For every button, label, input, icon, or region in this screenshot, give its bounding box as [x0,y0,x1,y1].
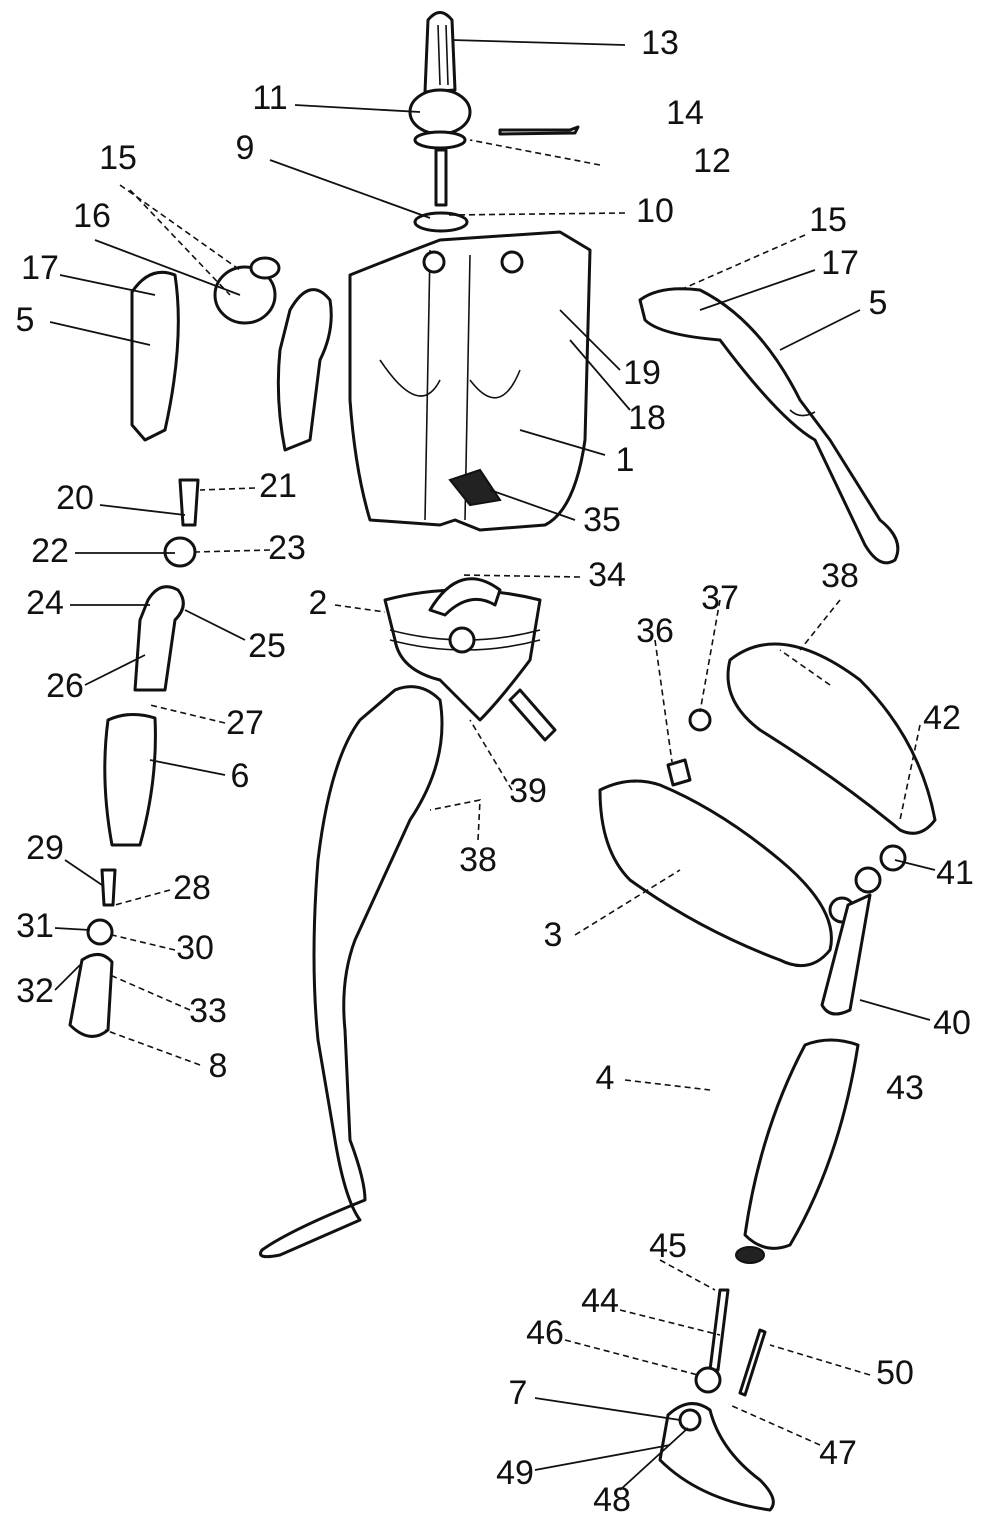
label-2: 2 [309,584,328,622]
label-48: 48 [593,1481,631,1519]
elbow-26 [133,585,185,692]
label-18: 18 [628,399,666,437]
label-41: 41 [936,854,974,892]
leader-lines [49,39,936,1491]
label-38: 38 [821,557,859,595]
label-49: 49 [496,1454,534,1492]
pin-10 [434,148,448,207]
label-35: 35 [583,501,621,539]
label-30: 30 [176,929,214,967]
label-3: 3 [544,916,563,954]
label-47: 47 [819,1434,857,1472]
shin-4 [743,1038,860,1250]
label-33: 33 [189,992,227,1030]
label-23: 23 [268,529,306,567]
pin-21 [178,478,200,527]
label-34: 34 [588,556,626,594]
plug-36 [666,758,692,787]
label-15-right: 15 [809,201,847,239]
label-17-right: 17 [821,244,859,282]
thigh-3 [598,779,833,968]
label-9: 9 [236,129,255,167]
label-22: 22 [31,532,69,570]
label-25: 25 [248,627,286,665]
clip-37 [688,708,712,732]
label-15: 15 [99,139,137,177]
arm-right-5 [638,287,900,565]
label-17: 17 [21,249,59,287]
label-46: 46 [526,1314,564,1352]
label-8: 8 [209,1047,228,1085]
pelvis-2 [383,577,557,742]
label-10: 10 [636,192,674,230]
neck-post-13 [423,11,457,94]
hip-shell-38 [726,642,937,835]
strap-end [508,688,557,742]
label-27: 27 [226,704,264,742]
label-5-right: 5 [869,284,888,322]
label-11: 11 [252,79,287,117]
label-42: 42 [923,699,961,737]
label-32: 32 [16,972,54,1010]
torso-1 [348,230,592,532]
knee-pin-40 [820,893,872,1016]
wrist-ball-30 [86,918,114,946]
axle-48 [678,1408,702,1432]
leg-left [259,685,444,1259]
label-28: 28 [173,869,211,907]
cap-15 [249,256,281,280]
label-5: 5 [16,301,35,339]
label-44: 44 [581,1282,619,1320]
label-29: 29 [26,829,64,867]
label-36: 36 [636,612,674,650]
label-39: 39 [509,772,547,810]
label-6: 6 [231,757,250,795]
pin-28 [100,868,117,907]
label-19: 19 [623,354,661,392]
joint-23 [163,536,197,568]
label-43: 43 [886,1069,924,1107]
label-40: 40 [933,1004,971,1042]
washer-41b [854,866,882,894]
strap-34 [428,577,502,617]
label-50: 50 [876,1354,914,1392]
label-12: 12 [693,142,731,180]
label-1: 1 [616,441,635,479]
washer-46 [694,1366,722,1394]
washer-41a [879,844,907,872]
upper-arm-left [276,288,333,452]
label-37: 37 [701,579,739,617]
reference-numerals: 13 11 14 9 12 15 10 15 16 17 17 5 5 19 1… [16,24,974,1519]
label-7: 7 [509,1374,528,1412]
label-31: 31 [16,907,54,945]
label-14: 14 [666,94,704,132]
shoulder-ball-16 [213,265,277,325]
ring-12 [413,130,467,150]
label-13: 13 [641,24,679,62]
label-20: 20 [56,479,94,517]
label-4: 4 [596,1059,615,1097]
hand-8 [68,953,114,1038]
forearm-6 [103,713,157,847]
pin-14 [498,125,580,136]
label-45: 45 [649,1227,687,1265]
label-21: 21 [259,467,297,505]
label-38-lower: 38 [459,841,497,879]
pin-44 [708,1288,730,1372]
label-24: 24 [26,584,64,622]
ring-45 [735,1246,765,1264]
label-26: 26 [46,667,84,705]
screw-50 [738,1328,767,1397]
label-16: 16 [73,197,111,235]
arm-shell-5-left [130,270,180,442]
